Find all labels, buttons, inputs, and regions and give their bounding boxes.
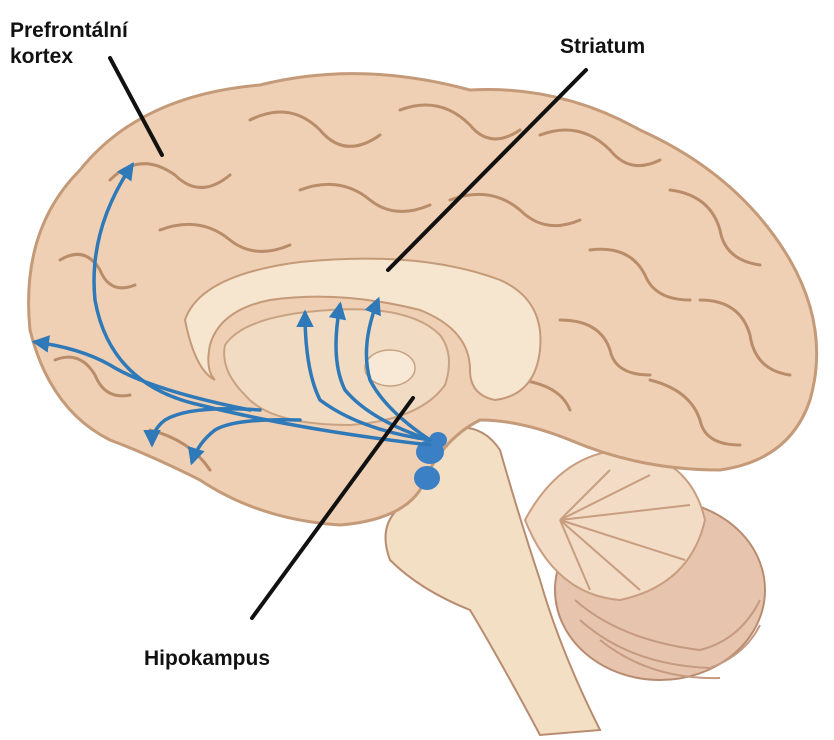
label-prefrontal-line2: kortex bbox=[10, 44, 128, 70]
label-prefrontal-line1: Prefrontální bbox=[10, 18, 128, 44]
label-striatum: Striatum bbox=[560, 34, 645, 60]
label-prefrontal-cortex: Prefrontální kortex bbox=[10, 18, 128, 70]
label-hippocampus: Hipokampus bbox=[144, 646, 270, 672]
